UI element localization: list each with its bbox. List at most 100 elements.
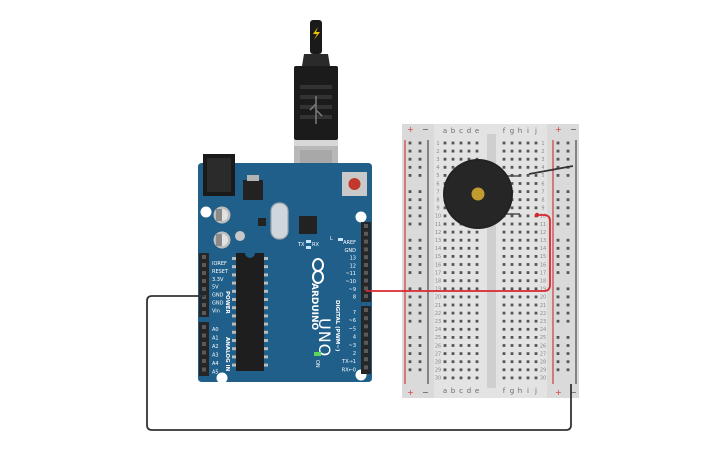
breadboard-hole[interactable] bbox=[443, 344, 447, 347]
rail-hole[interactable] bbox=[556, 149, 560, 153]
rail-hole[interactable] bbox=[566, 141, 570, 145]
breadboard-hole[interactable] bbox=[443, 336, 447, 339]
rail-hole[interactable] bbox=[556, 238, 560, 242]
breadboard-hole[interactable] bbox=[451, 246, 455, 250]
rail-hole[interactable] bbox=[566, 174, 570, 177]
breadboard-hole[interactable] bbox=[534, 230, 538, 234]
rail-hole[interactable] bbox=[418, 360, 422, 364]
breadboard-hole[interactable] bbox=[502, 255, 506, 258]
breadboard-hole[interactable] bbox=[443, 287, 447, 291]
rail-hole[interactable] bbox=[418, 190, 422, 193]
breadboard-hole[interactable] bbox=[510, 303, 514, 307]
breadboard-hole[interactable] bbox=[510, 222, 514, 226]
breadboard-hole[interactable] bbox=[526, 311, 530, 315]
breadboard-hole[interactable] bbox=[526, 279, 530, 283]
breadboard-hole[interactable] bbox=[443, 255, 447, 258]
rail-hole[interactable] bbox=[408, 360, 412, 364]
header-pin-hole[interactable] bbox=[364, 316, 368, 321]
breadboard-hole[interactable] bbox=[518, 222, 522, 226]
breadboard-hole[interactable] bbox=[526, 190, 530, 193]
rail-hole[interactable] bbox=[418, 344, 422, 347]
header-pin-hole[interactable] bbox=[202, 255, 206, 259]
breadboard-hole[interactable] bbox=[451, 287, 455, 291]
breadboard-hole[interactable] bbox=[459, 344, 463, 347]
header-pin-hole[interactable] bbox=[364, 231, 368, 236]
signal-wire-pin9[interactable] bbox=[366, 214, 551, 292]
header-pin-hole[interactable] bbox=[202, 342, 206, 346]
breadboard-hole[interactable] bbox=[443, 157, 447, 161]
rail-hole[interactable] bbox=[418, 255, 422, 258]
rail-hole[interactable] bbox=[566, 303, 570, 307]
rail-hole[interactable] bbox=[566, 157, 570, 161]
breadboard-hole[interactable] bbox=[502, 141, 506, 145]
breadboard-hole[interactable] bbox=[518, 263, 522, 266]
breadboard-hole[interactable] bbox=[502, 279, 506, 283]
breadboard-hole[interactable] bbox=[451, 263, 455, 266]
breadboard-hole[interactable] bbox=[459, 157, 463, 161]
breadboard-hole[interactable] bbox=[510, 206, 514, 210]
breadboard-hole[interactable] bbox=[459, 141, 463, 145]
rail-hole[interactable] bbox=[418, 157, 422, 161]
rail-hole[interactable] bbox=[418, 271, 422, 274]
breadboard-hole[interactable] bbox=[451, 344, 455, 347]
breadboard-hole[interactable] bbox=[467, 246, 471, 250]
header-pin-hole[interactable] bbox=[202, 303, 206, 307]
breadboard-hole[interactable] bbox=[510, 214, 514, 218]
rail-hole[interactable] bbox=[556, 190, 560, 193]
breadboard-hole[interactable] bbox=[534, 174, 538, 177]
breadboard-hole[interactable] bbox=[443, 238, 447, 242]
breadboard-hole[interactable] bbox=[451, 303, 455, 307]
breadboard-hole[interactable] bbox=[475, 352, 479, 355]
breadboard-hole[interactable] bbox=[510, 352, 514, 355]
breadboard-hole[interactable] bbox=[451, 149, 455, 153]
breadboard-hole[interactable] bbox=[526, 319, 530, 323]
breadboard-hole[interactable] bbox=[510, 319, 514, 323]
breadboard-hole[interactable] bbox=[534, 149, 538, 153]
breadboard-hole[interactable] bbox=[518, 149, 522, 153]
breadboard-hole[interactable] bbox=[467, 230, 471, 234]
breadboard-hole[interactable] bbox=[475, 295, 479, 299]
breadboard-hole[interactable] bbox=[510, 149, 514, 153]
header-pin-hole[interactable] bbox=[364, 332, 368, 337]
header-pin-hole[interactable] bbox=[364, 286, 368, 291]
breadboard-hole[interactable] bbox=[518, 271, 522, 274]
header-pin-hole[interactable] bbox=[202, 367, 206, 372]
breadboard-hole[interactable] bbox=[502, 263, 506, 266]
rail-hole[interactable] bbox=[408, 238, 412, 242]
breadboard-hole[interactable] bbox=[475, 149, 479, 153]
rail-hole[interactable] bbox=[418, 238, 422, 242]
breadboard-hole[interactable] bbox=[526, 206, 530, 210]
rail-hole[interactable] bbox=[418, 214, 422, 218]
header-pin-hole[interactable] bbox=[202, 359, 206, 363]
rail-hole[interactable] bbox=[556, 165, 560, 169]
breadboard-hole[interactable] bbox=[510, 165, 514, 169]
breadboard-hole[interactable] bbox=[451, 319, 455, 323]
breadboard-hole[interactable] bbox=[467, 238, 471, 242]
breadboard-hole[interactable] bbox=[502, 165, 506, 169]
rail-hole[interactable] bbox=[556, 222, 560, 226]
breadboard-hole[interactable] bbox=[518, 368, 522, 372]
breadboard-hole[interactable] bbox=[510, 279, 514, 283]
header-pin-hole[interactable] bbox=[364, 224, 368, 228]
breadboard-hole[interactable] bbox=[534, 246, 538, 250]
breadboard-hole[interactable] bbox=[443, 174, 447, 177]
breadboard-hole[interactable] bbox=[510, 182, 514, 185]
breadboard-hole[interactable] bbox=[475, 271, 479, 274]
breadboard-hole[interactable] bbox=[526, 165, 530, 169]
breadboard-hole[interactable] bbox=[459, 303, 463, 307]
breadboard-hole[interactable] bbox=[518, 198, 522, 202]
breadboard-hole[interactable] bbox=[475, 303, 479, 307]
breadboard-hole[interactable] bbox=[475, 230, 479, 234]
piezo-buzzer-icon[interactable] bbox=[443, 159, 520, 229]
breadboard-hole[interactable] bbox=[451, 165, 455, 169]
rail-hole[interactable] bbox=[566, 344, 570, 347]
rail-hole[interactable] bbox=[556, 311, 560, 315]
header-pin-hole[interactable] bbox=[364, 239, 368, 244]
header-pin-hole[interactable] bbox=[364, 278, 368, 283]
rail-hole[interactable] bbox=[556, 336, 560, 339]
breadboard-hole[interactable] bbox=[510, 141, 514, 145]
breadboard-hole[interactable] bbox=[510, 327, 514, 331]
arduino-uno-board[interactable]: TX RX L ARDUINO UNO ON DIGITAL (PWM~) PO… bbox=[198, 154, 372, 384]
rail-hole[interactable] bbox=[418, 165, 422, 169]
